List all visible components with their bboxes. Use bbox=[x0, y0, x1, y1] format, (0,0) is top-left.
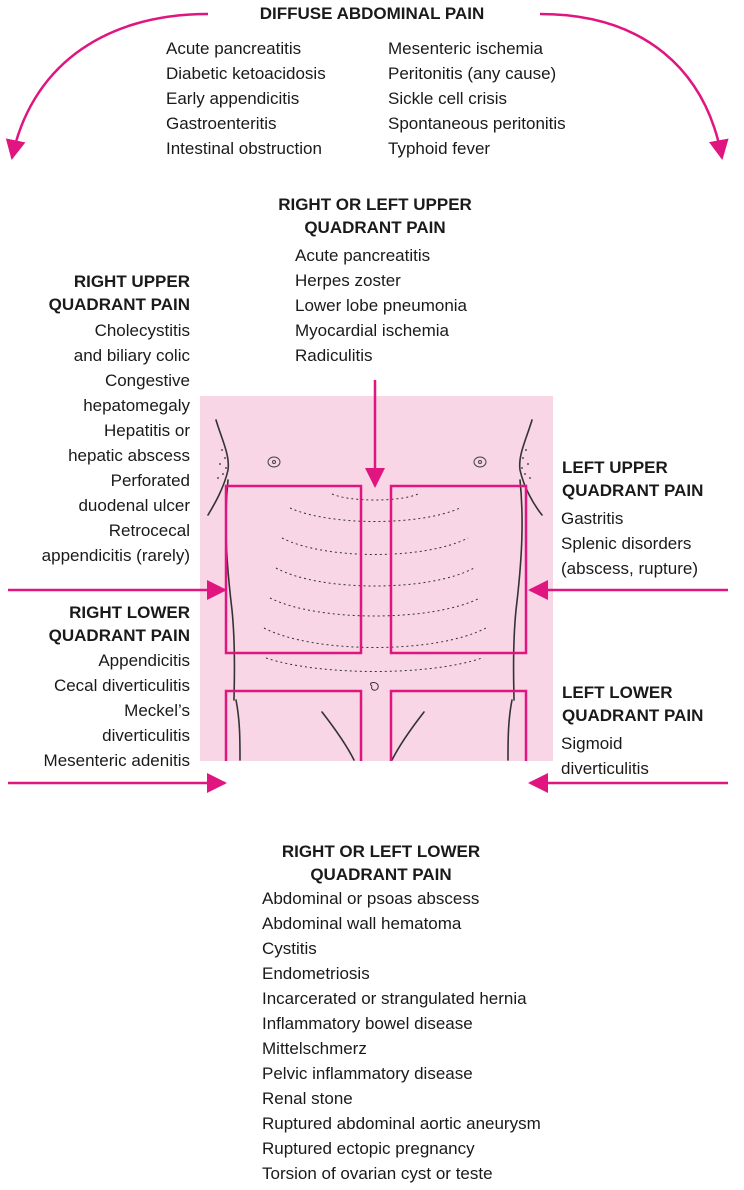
diffuse-heading: DIFFUSE ABDOMINAL PAIN bbox=[212, 2, 532, 25]
list-item: Abdominal or psoas abscess bbox=[262, 886, 541, 911]
diffuse-arrow-right bbox=[540, 14, 722, 158]
list-item: Hepatitis or bbox=[0, 418, 190, 443]
list-item: Lower lobe pneumonia bbox=[295, 293, 467, 318]
list-item: Appendicitis bbox=[0, 648, 190, 673]
list-item: Meckel’s bbox=[0, 698, 190, 723]
list-item: Acute pancreatitis bbox=[295, 243, 467, 268]
rlq-heading: RIGHT LOWER QUADRANT PAIN bbox=[0, 601, 190, 647]
list-item: Pelvic inflammatory disease bbox=[262, 1061, 541, 1086]
list-item: Early appendicitis bbox=[166, 86, 326, 111]
lower-either-list: Abdominal or psoas abscess Abdominal wal… bbox=[262, 886, 541, 1186]
list-item: Acute pancreatitis bbox=[166, 36, 326, 61]
list-item: Congestive bbox=[0, 368, 190, 393]
list-item: Ruptured ectopic pregnancy bbox=[262, 1136, 541, 1161]
list-item: duodenal ulcer bbox=[0, 493, 190, 518]
list-item: appendicitis (rarely) bbox=[0, 543, 190, 568]
list-item: Mesenteric adenitis bbox=[0, 748, 190, 773]
list-item: Gastritis bbox=[561, 506, 698, 531]
llq-heading: LEFT LOWER QUADRANT PAIN bbox=[562, 681, 703, 727]
list-item: Sickle cell crisis bbox=[388, 86, 566, 111]
list-item: Cystitis bbox=[262, 936, 541, 961]
ruq-heading: RIGHT UPPER QUADRANT PAIN bbox=[0, 270, 190, 316]
list-item: Peritonitis (any cause) bbox=[388, 61, 566, 86]
list-item: Cholecystitis bbox=[0, 318, 190, 343]
list-item: Sigmoid bbox=[561, 731, 649, 756]
list-item: Spontaneous peritonitis bbox=[388, 111, 566, 136]
list-item: Diabetic ketoacidosis bbox=[166, 61, 326, 86]
list-item: Herpes zoster bbox=[295, 268, 467, 293]
list-item: Myocardial ischemia bbox=[295, 318, 467, 343]
list-item: hepatomegaly bbox=[0, 393, 190, 418]
list-item: Splenic disorders bbox=[561, 531, 698, 556]
list-item: Gastroenteritis bbox=[166, 111, 326, 136]
list-item: Ruptured abdominal aortic aneurysm bbox=[262, 1111, 541, 1136]
list-item: Abdominal wall hematoma bbox=[262, 911, 541, 936]
list-item: Typhoid fever bbox=[388, 136, 566, 161]
list-item: Perforated bbox=[0, 468, 190, 493]
diffuse-list-col1: Acute pancreatitis Diabetic ketoacidosis… bbox=[166, 36, 326, 161]
list-item: Radiculitis bbox=[295, 343, 467, 368]
list-item: Mesenteric ischemia bbox=[388, 36, 566, 61]
list-item: Retrocecal bbox=[0, 518, 190, 543]
rlq-list: Appendicitis Cecal diverticulitis Meckel… bbox=[0, 648, 190, 773]
list-item: and biliary colic bbox=[0, 343, 190, 368]
upper-either-heading: RIGHT OR LEFT UPPER QUADRANT PAIN bbox=[236, 193, 514, 239]
lower-either-heading: RIGHT OR LEFT LOWER QUADRANT PAIN bbox=[236, 840, 526, 886]
list-item: diverticulitis bbox=[561, 756, 649, 781]
list-item: Endometriosis bbox=[262, 961, 541, 986]
luq-heading: LEFT UPPER QUADRANT PAIN bbox=[562, 456, 703, 502]
list-item: (abscess, rupture) bbox=[561, 556, 698, 581]
list-item: diverticulitis bbox=[0, 723, 190, 748]
torso-background bbox=[200, 396, 553, 761]
list-item: Intestinal obstruction bbox=[166, 136, 326, 161]
list-item: hepatic abscess bbox=[0, 443, 190, 468]
list-item: Cecal diverticulitis bbox=[0, 673, 190, 698]
list-item: Mittelschmerz bbox=[262, 1036, 541, 1061]
llq-list: Sigmoid diverticulitis bbox=[561, 731, 649, 781]
luq-list: Gastritis Splenic disorders (abscess, ru… bbox=[561, 506, 698, 581]
list-item: Torsion of ovarian cyst or teste bbox=[262, 1161, 541, 1186]
list-item: Inflammatory bowel disease bbox=[262, 1011, 541, 1036]
ruq-list: Cholecystitis and biliary colic Congesti… bbox=[0, 318, 190, 568]
list-item: Incarcerated or strangulated hernia bbox=[262, 986, 541, 1011]
list-item: Renal stone bbox=[262, 1086, 541, 1111]
diffuse-list-col2: Mesenteric ischemia Peritonitis (any cau… bbox=[388, 36, 566, 161]
upper-either-list: Acute pancreatitis Herpes zoster Lower l… bbox=[295, 243, 467, 368]
